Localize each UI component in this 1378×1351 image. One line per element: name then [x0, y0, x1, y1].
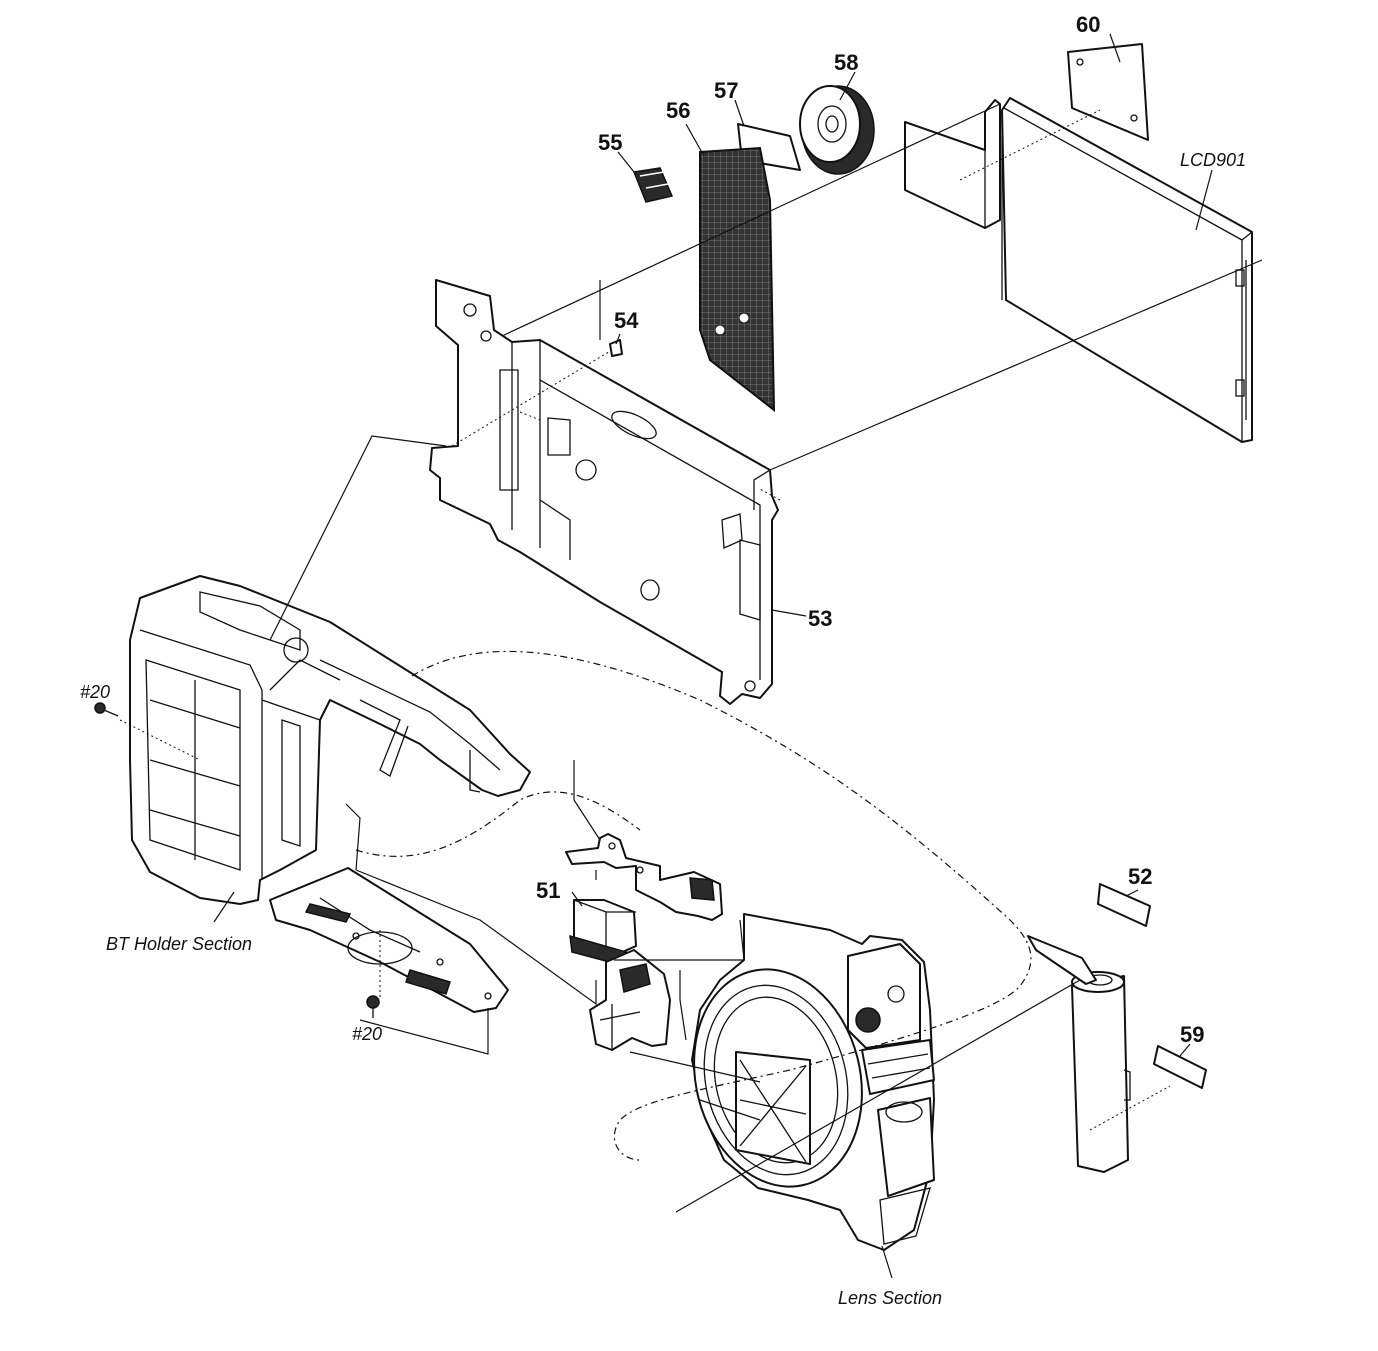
label-60: 60: [1076, 12, 1100, 37]
label-bt-holder-section: BT Holder Section: [106, 934, 252, 954]
label-57: 57: [714, 78, 738, 103]
part-56-mesh-sheet: [699, 146, 776, 413]
screw-left: [94, 702, 119, 717]
label-58: 58: [834, 50, 858, 75]
bottom-plate: [269, 867, 509, 1013]
label-lcd901: LCD901: [1180, 150, 1246, 170]
part-55-connector: [632, 167, 674, 203]
part-60-sheet: [1067, 43, 1149, 141]
label-54: 54: [614, 308, 639, 333]
assembly-lines: [119, 33, 1263, 1279]
label-screw-bottom: #20: [352, 1024, 382, 1044]
bracket-assembly: [565, 833, 723, 921]
lens-assembly: [691, 913, 935, 1251]
label-59: 59: [1180, 1022, 1204, 1047]
flex-strip: [1027, 935, 1097, 985]
lcd-panel: [904, 97, 1253, 443]
switch-block: [589, 949, 671, 1051]
label-screw-left: #20: [80, 682, 110, 702]
part-59-sheet: [1153, 1045, 1207, 1089]
label-lens-section: Lens Section: [838, 1288, 942, 1308]
front-cabinet: [129, 575, 531, 905]
screw-bottom: [366, 995, 380, 1018]
part-58-speaker: [799, 85, 875, 175]
label-51: 51: [536, 878, 560, 903]
label-56: 56: [666, 98, 690, 123]
label-55: 55: [598, 130, 622, 155]
part-53-frame: [429, 279, 779, 705]
label-53: 53: [808, 606, 832, 631]
grip-cylinder: [1071, 971, 1131, 1173]
label-52: 52: [1128, 864, 1152, 889]
part-52-sheet: [1097, 883, 1151, 927]
